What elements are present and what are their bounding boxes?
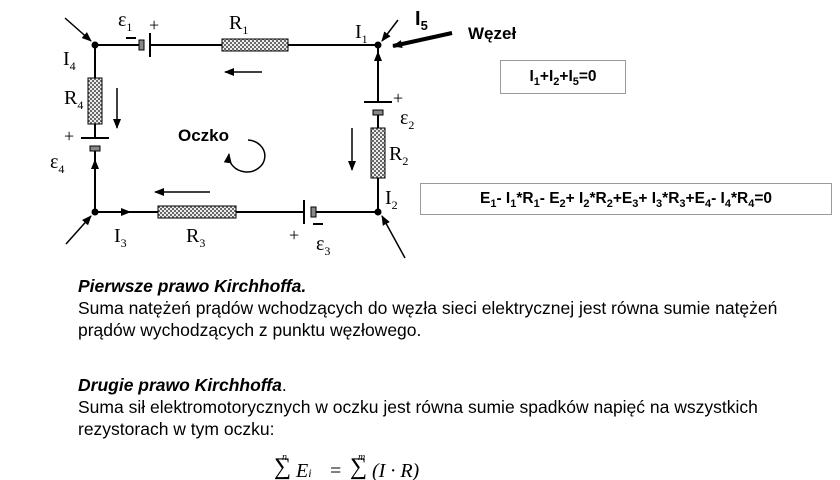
second-law-heading: Drugie prawo Kirchhoffa. [78,374,798,396]
i1-label: I1 [355,21,368,46]
resistor-r3 [157,205,237,219]
formula-right-term: (I · R) [372,460,420,480]
e1-label: ε1 [118,9,132,34]
loop-wires [94,44,379,213]
e4-label: ε4 [50,151,64,176]
battery-e1 [138,33,151,57]
r4-label: R4 [64,87,83,112]
e3-label: ε3 [316,233,330,258]
first-law-text: Suma natężeń prądów wchodzących do węzła… [78,298,778,340]
resistor-r2 [370,127,386,179]
r2-label: R2 [389,143,408,168]
loop-label: Oczko [178,126,229,145]
node-equation-box: I1+I2+I5=0 [500,60,626,94]
i3-label: I3 [114,225,127,250]
loop-equation-box: E1- I1*R1- E2+ I2*R2+E3+ I3*R3+E4- I4*R4… [420,183,832,215]
circuit-diagram: ε1 + R1 I1 I5 Węzeł I4 R4 + ε4 Oczko + ε… [50,8,516,259]
formula-sum-left: ∑ [274,454,292,480]
second-law-text: Suma sił elektromotorycznych w oczku jes… [78,397,758,439]
e2-plus: + [393,88,403,108]
second-law: Drugie prawo Kirchhoffa. Suma sił elektr… [78,374,798,440]
i5-label: I5 [415,8,428,33]
formula-left-term: Ei [296,460,312,480]
r1-label: R1 [229,12,248,37]
branch-current-arrows [91,51,382,216]
battery-e2 [364,101,392,116]
second-law-title-suffix: . [281,375,287,395]
formula-sum-upper-left: n [282,452,287,463]
second-law-title: Drugie prawo Kirchhoffa [78,375,282,395]
e1-plus: + [149,15,159,35]
node-pointer [392,31,453,48]
second-law-formula: n ∑ Ei = m ∑ (I · R) [270,452,530,480]
first-law: Pierwsze prawo Kirchhoffa. Suma natężeń … [78,275,798,341]
loop-direction-arrow [223,139,266,173]
node-label: Węzeł [468,24,516,43]
circuit-nodes [91,41,382,216]
external-currents [64,17,406,259]
resistor-r4 [87,77,103,125]
e4-plus: + [64,126,74,146]
resistor-r1 [221,38,289,52]
e3-plus: + [289,225,299,245]
formula-sum-upper-right: m [358,452,366,463]
formula-sum-right: ∑ [350,454,368,480]
formula-equals: = [330,460,342,480]
battery-e3 [303,200,317,224]
e2-label: ε2 [400,107,414,132]
r3-label: R3 [186,225,205,250]
battery-e4 [81,137,109,152]
first-law-title: Pierwsze prawo Kirchhoffa. [78,276,307,296]
i4-label: I4 [63,48,76,73]
i2-label: I2 [385,187,398,212]
